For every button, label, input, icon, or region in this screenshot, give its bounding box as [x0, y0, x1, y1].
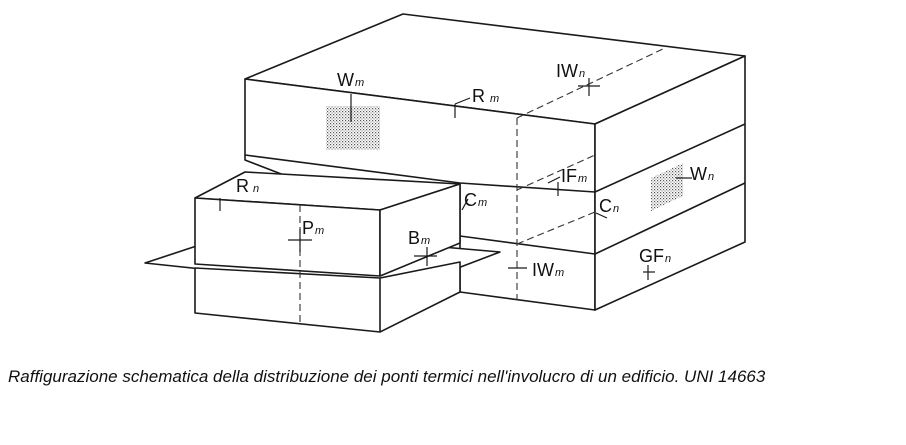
- label-wm: Wm: [337, 70, 364, 90]
- window-stipple-wn: [651, 163, 683, 211]
- label-iwm: IWm: [532, 260, 564, 280]
- label-iwn: IWn: [556, 61, 585, 81]
- interior-wall-dashes: [516, 47, 666, 300]
- upper-floor-line-right: [594, 123, 746, 193]
- window-stipple-wm: [326, 106, 380, 150]
- lower-floor-line-right: [594, 182, 746, 255]
- annex-right-face: [379, 183, 461, 277]
- annex-front-face: [194, 197, 381, 277]
- label-pm: Pm: [302, 218, 324, 238]
- label-ifm: IFm: [561, 166, 587, 186]
- marker-ticks: [219, 78, 692, 280]
- figure-caption: Raffigurazione schematica della distribu…: [8, 367, 766, 386]
- label-gfn: GFn: [639, 246, 671, 266]
- label-cn: Cn: [599, 196, 619, 216]
- label-cm: Cm: [464, 190, 487, 210]
- label-wn: Wn: [690, 164, 714, 184]
- label-bm: Bm: [408, 228, 430, 248]
- annex-block: [194, 171, 461, 333]
- lower-floor-line-front: [459, 235, 596, 255]
